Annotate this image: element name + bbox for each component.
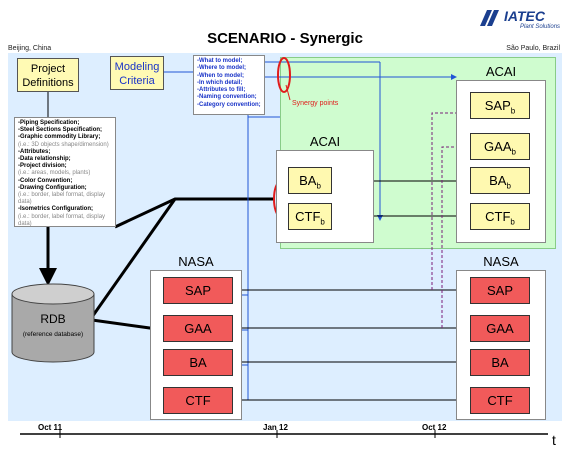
- spec-note: (i.e.: 3D objects shape/dimension): [18, 141, 109, 148]
- acai-inner-ba-sub: b: [316, 181, 321, 191]
- spec-note: (i.e.: border, label format, display dat…: [18, 192, 106, 206]
- synergy-points-label: Synergy points: [292, 100, 339, 107]
- spec-item: -Attributes;: [18, 148, 51, 155]
- spec-item: -Drawing Configuration;: [18, 184, 87, 191]
- nasa-left-gaa: GAA: [163, 315, 233, 342]
- acai-inner-label: ACAI: [309, 134, 341, 149]
- logo-subtitle: Plant Solutions: [520, 24, 561, 30]
- criteria-item: -Where to model;: [197, 65, 246, 72]
- nasa-right-ctf: CTF: [470, 387, 530, 414]
- acai-inner-ctf: CTFb: [288, 203, 332, 230]
- rdb-label: RDB: [40, 312, 66, 326]
- acai-outer-sap-sub: b: [510, 106, 516, 116]
- nasa-right-gaa: GAA: [470, 315, 530, 342]
- criteria-item: -Category convention;: [197, 101, 261, 108]
- acai-outer-gaa: GAAb: [470, 133, 530, 160]
- acai-outer-ctf-sub: b: [510, 217, 515, 227]
- acai-outer-ba: BAb: [470, 167, 530, 194]
- spec-item: -Piping Specification;: [18, 120, 80, 126]
- timeline-tick-oct12: Oct 12: [422, 423, 447, 432]
- project-definitions-line2: Definitions: [22, 77, 74, 89]
- spec-item: -Data relationship;: [18, 156, 71, 163]
- spec-note: (i.e.: border, label format, display dat…: [18, 213, 106, 227]
- spec-item: -Isometrics Configuration;: [18, 206, 94, 213]
- nasa-left-sap: SAP: [163, 277, 233, 304]
- acai-inner-ctf-sub: b: [320, 217, 325, 227]
- modeling-criteria-box: Modeling Criteria: [110, 56, 164, 90]
- acai-outer-gaa-sub: b: [511, 147, 516, 157]
- arrow-specs-acai: [114, 197, 275, 229]
- modeling-criteria-line2: Criteria: [119, 75, 155, 87]
- acai-outer-gaa-base: GAA: [484, 139, 512, 154]
- acai-outer-label: ACAI: [485, 64, 517, 79]
- arrow-rdb-nasa: [91, 318, 158, 331]
- page-title: SCENARIO - Synergic: [207, 30, 363, 47]
- spec-note: (i.e.: areas, models, plants): [18, 170, 91, 177]
- project-specifications-list: -Piping Specification;-Steel Sections Sp…: [14, 117, 116, 227]
- location-right: São Paulo, Brazil: [506, 45, 560, 52]
- logo-icon: [480, 10, 499, 26]
- nasa-right-label: NASA: [483, 254, 519, 269]
- nasa-right-sap: SAP: [470, 277, 530, 304]
- synergy-point-criteria: [277, 57, 291, 93]
- acai-inner-ba: BAb: [288, 167, 332, 194]
- modeling-criteria-list: -What to model;-Where to model;-When to …: [193, 55, 265, 115]
- acai-inner-ctf-base: CTF: [295, 209, 321, 224]
- nasa-right-ba: BA: [470, 349, 530, 376]
- acai-outer-sap-base: SAP: [484, 98, 511, 113]
- nasa-left-label: NASA: [178, 254, 214, 269]
- rdb-cylinder-icon: [11, 283, 95, 363]
- criteria-item: -Naming convention;: [197, 94, 257, 101]
- spec-item: -Project division;: [18, 163, 67, 170]
- acai-inner-ba-base: BA: [299, 173, 317, 188]
- arrow-rdb-acai: [90, 198, 177, 318]
- acai-outer-ba-base: BA: [489, 173, 507, 188]
- timeline-tick-oct11: Oct 11: [38, 423, 63, 432]
- spec-item: -Steel Sections Specification;: [18, 127, 103, 134]
- spec-item: -Graphic commodity Library;: [18, 134, 101, 141]
- dashed-gaa: [441, 144, 469, 328]
- criteria-item: -When to model;: [197, 72, 244, 79]
- project-definitions-box: Project Definitions: [17, 58, 79, 92]
- logo-name: IATEC: [504, 8, 545, 24]
- acai-outer-sap: SAPb: [470, 92, 530, 119]
- timeline-tick-jan12: Jan 12: [263, 423, 288, 432]
- spec-item: -Color Convention;: [18, 177, 73, 184]
- rdb-sublabel: (reference database): [22, 331, 84, 338]
- criteria-item: -Attributes to fill;: [197, 87, 246, 94]
- acai-outer-ba-sub: b: [506, 181, 511, 191]
- acai-outer-ctf: CTFb: [470, 203, 530, 230]
- modeling-criteria-line1: Modeling: [114, 61, 160, 73]
- synergy-pointer: [285, 84, 291, 101]
- project-definitions-line1: Project: [30, 63, 66, 75]
- criteria-item: -What to model;: [197, 58, 243, 64]
- criteria-item: -In which detail;: [197, 79, 243, 86]
- location-left: Beijing, China: [8, 45, 52, 52]
- acai-outer-ctf-base: CTF: [485, 209, 511, 224]
- timeline-axis-label: t: [552, 432, 556, 448]
- nasa-left-ctf: CTF: [163, 387, 233, 414]
- nasa-left-ba: BA: [163, 349, 233, 376]
- logo: IATEC Plant Solutions: [478, 6, 568, 36]
